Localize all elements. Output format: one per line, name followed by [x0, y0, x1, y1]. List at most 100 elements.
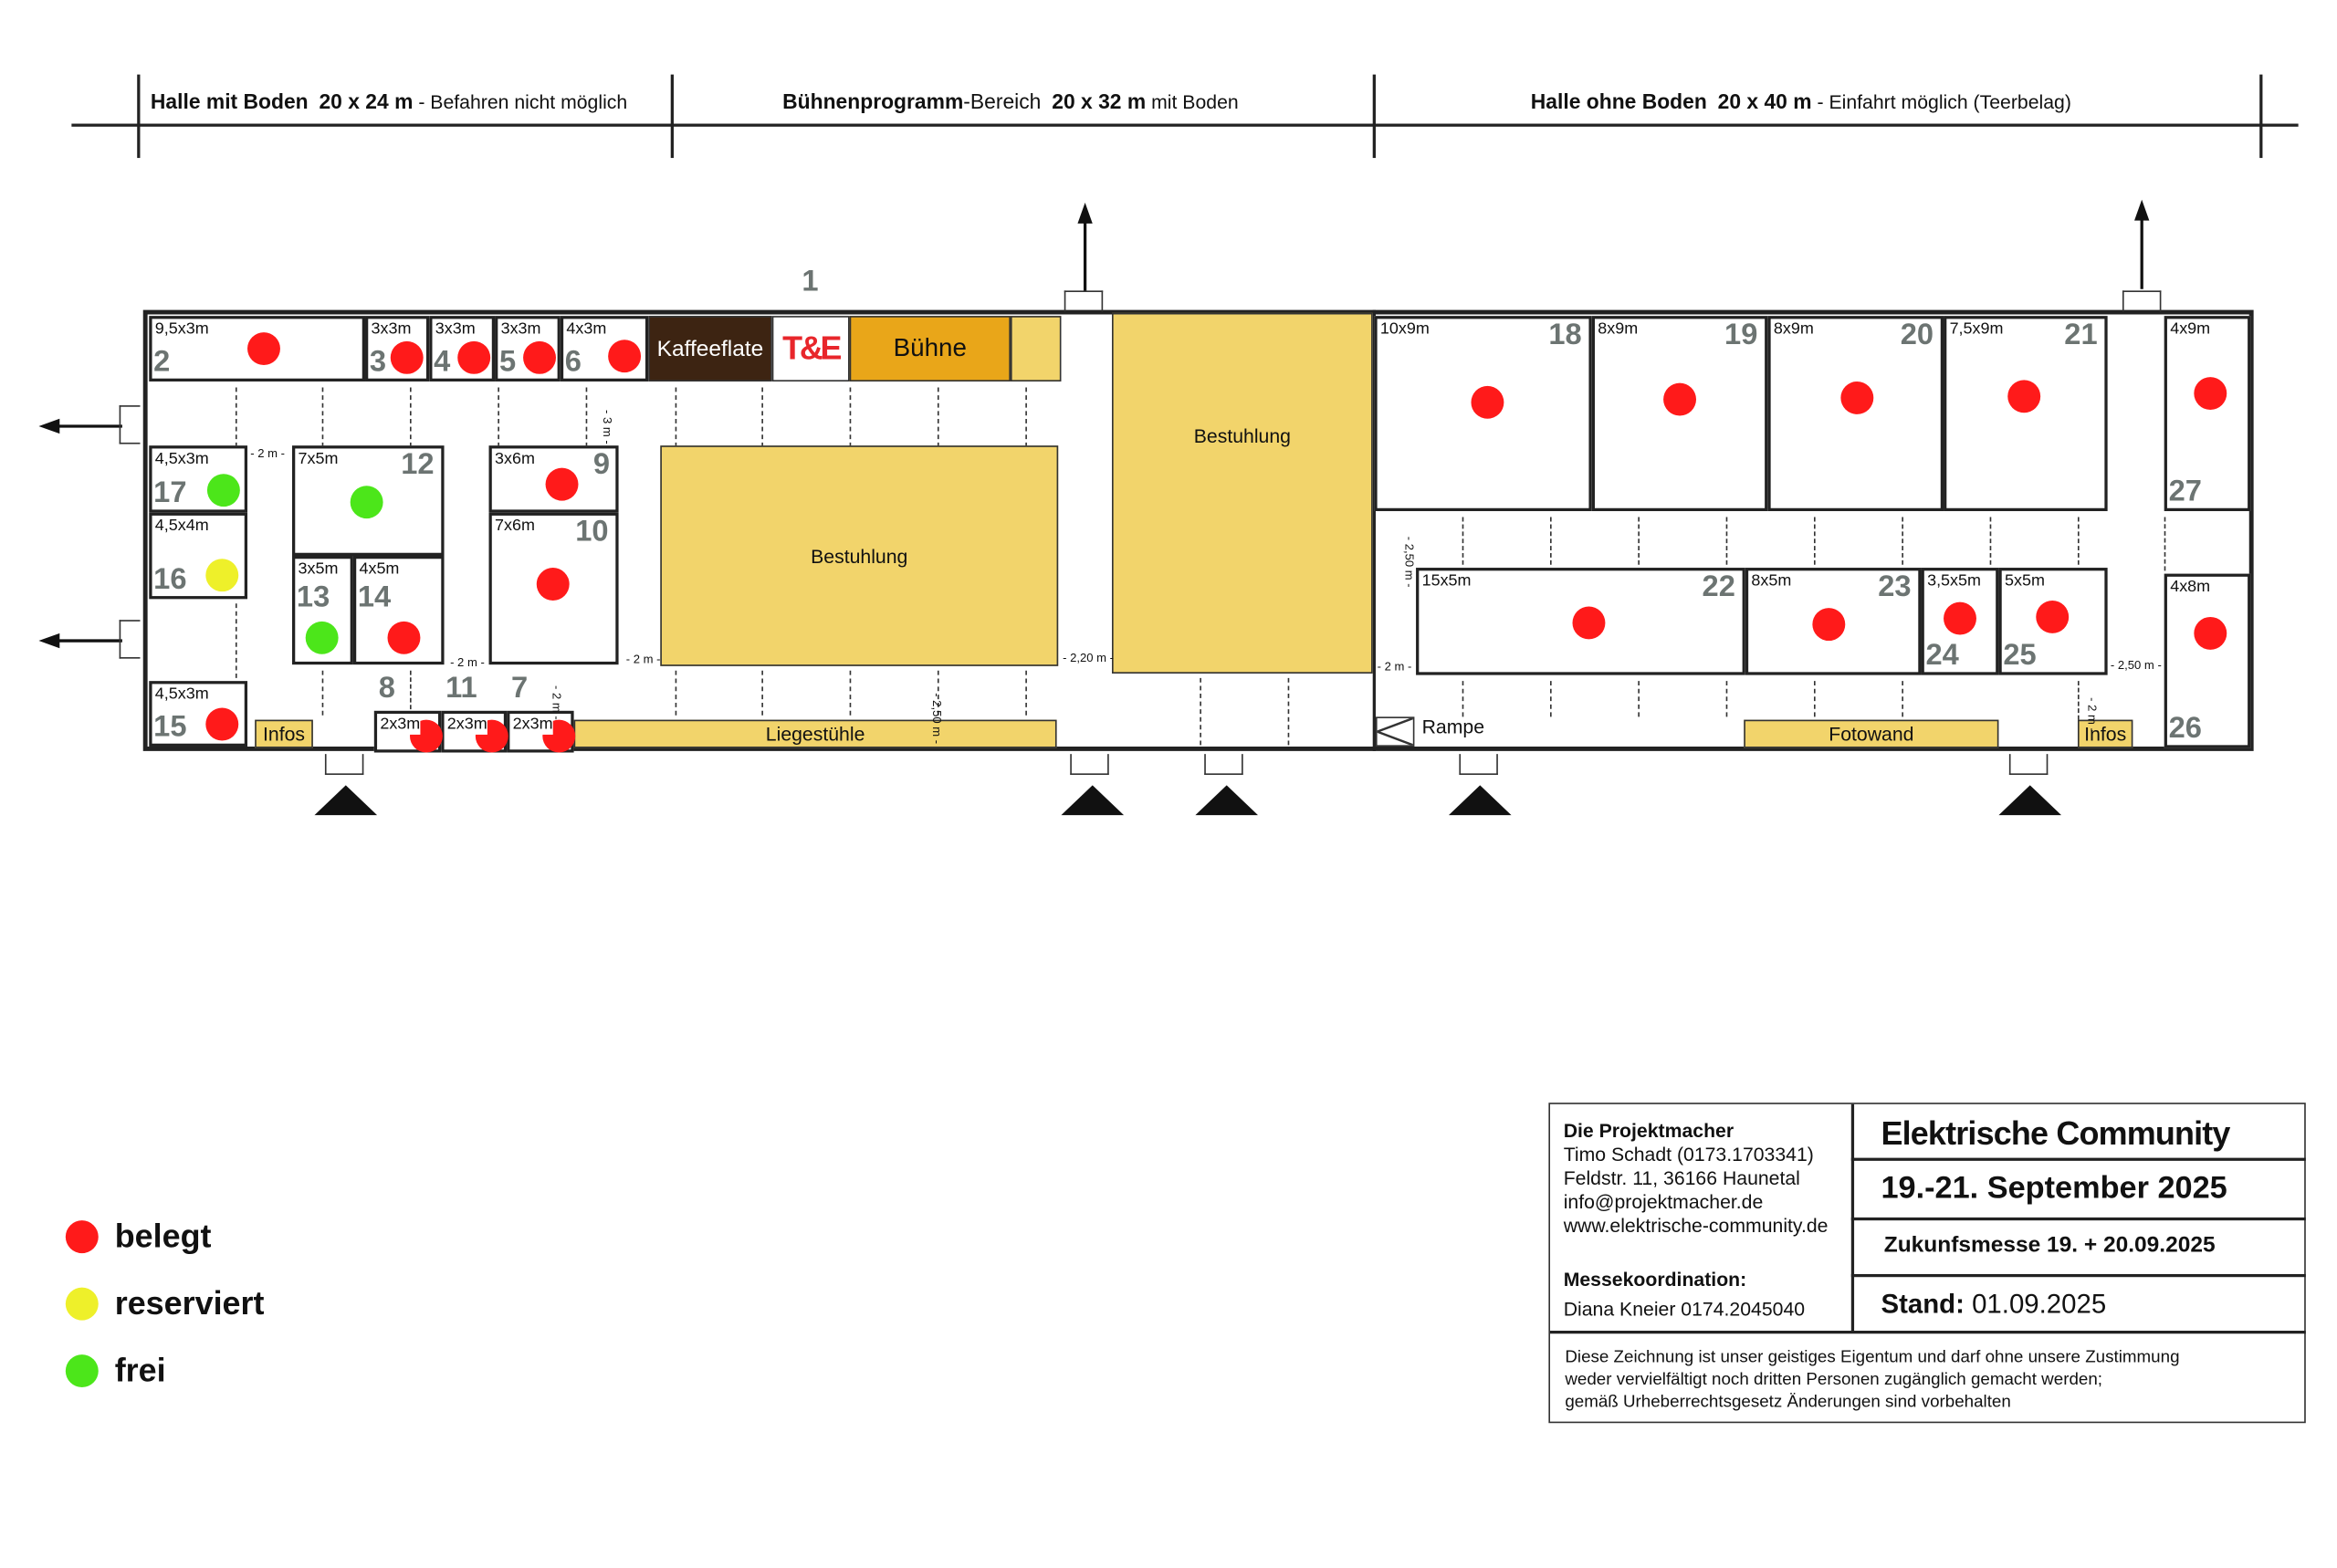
- booth-number: 4: [434, 345, 451, 379]
- section-name-rest: -Bereich: [963, 89, 1042, 114]
- divider: [1850, 1273, 2306, 1277]
- status-dot-belegt: [1944, 601, 1976, 635]
- belegt-dot-icon: [65, 1220, 99, 1254]
- status-dot-belegt: [387, 621, 421, 654]
- reserviert-dot-icon: [65, 1287, 99, 1321]
- door-icon: [2008, 754, 2049, 776]
- entrance-triangle-icon: [1448, 785, 1512, 816]
- aisle-dash: [675, 387, 677, 447]
- aisle-dash: [2164, 517, 2166, 571]
- booth-number: 13: [296, 580, 330, 614]
- booth-number: 23: [1878, 570, 1912, 604]
- coordination-label: Messekoordination:: [1563, 1268, 1747, 1291]
- aisle-dash: [1989, 517, 1992, 565]
- hall-partition: [1372, 309, 1376, 751]
- dimension-label: - 2 m -: [1377, 660, 1412, 674]
- disclaimer-line: gemäß Urheberrechtsgesetz Änderungen sin…: [1565, 1393, 2011, 1412]
- booth-26[interactable]: [2164, 573, 2251, 748]
- booth-number: 15: [153, 710, 187, 744]
- status-dot-belegt: [205, 707, 239, 741]
- booth-20[interactable]: [1767, 316, 1944, 512]
- booth-size: 4x9m: [2170, 320, 2211, 339]
- booth-2[interactable]: [149, 316, 366, 382]
- coordination-contact: Diana Kneier 0174.2045040: [1563, 1298, 1806, 1321]
- infos-right: Infos: [2077, 719, 2133, 748]
- aisle-dash: [761, 387, 763, 447]
- aisle-dash: [235, 387, 237, 447]
- legend-belegt: belegt: [65, 1218, 212, 1256]
- aisle-dash: [937, 387, 939, 447]
- aisle-dash: [2077, 681, 2080, 720]
- booth-21[interactable]: [1944, 316, 2108, 512]
- booth-number: 7: [511, 672, 529, 706]
- status-dot-belegt: [2007, 380, 2041, 413]
- legend-frei: frei: [65, 1351, 166, 1390]
- booth-size: 4x5m: [359, 559, 400, 579]
- booth-number: 9: [592, 448, 610, 482]
- booth-size: 15x5m: [1421, 571, 1472, 591]
- status-dot-belegt: [390, 340, 424, 374]
- exit-arrow-left-icon: [38, 418, 122, 434]
- aisle-dash: [1025, 670, 1027, 716]
- contact-line: Feldstr. 11, 36166 Haunetal: [1563, 1166, 1800, 1189]
- booth-size: 8x9m: [1773, 320, 1814, 339]
- booth-number: 14: [357, 580, 392, 614]
- dimension-label: - 2 m -: [2085, 697, 2099, 732]
- status-dot-belegt: [2194, 377, 2227, 410]
- booth-number: 5: [498, 345, 517, 379]
- exit-arrow-left-icon: [38, 632, 122, 649]
- booth-number: 17: [153, 476, 187, 510]
- door-icon: [119, 405, 141, 444]
- door-icon: [1064, 290, 1104, 312]
- aisle-dash: [1902, 681, 1903, 717]
- company-name: Die Projektmacher: [1563, 1119, 1734, 1142]
- legend-label: reserviert: [114, 1284, 265, 1322]
- status-dot-belegt: [247, 332, 280, 366]
- header-divider: [2259, 74, 2262, 159]
- door-icon: [1070, 754, 1109, 776]
- booth-size: 9,5x3m: [154, 320, 209, 339]
- bestuhlung-center: Bestuhlung: [1111, 312, 1373, 674]
- stand-date: Stand: 01.09.2025: [1881, 1288, 2106, 1321]
- rampe-label: Rampe: [1421, 715, 1485, 738]
- bestuhlung-left: Bestuhlung: [660, 445, 1059, 666]
- stand-value: 01.09.2025: [1972, 1289, 2107, 1319]
- event-title: Elektrische Community: [1881, 1114, 2230, 1153]
- aisle-dash: [1025, 387, 1027, 447]
- aisle-dash: [1725, 517, 1728, 565]
- booth-27[interactable]: [2164, 316, 2251, 512]
- aisle-dash: [585, 387, 588, 447]
- aisle-dash: [1902, 517, 1903, 565]
- exit-arrow-up-icon: [1077, 203, 1093, 293]
- status-dot-reserviert: [205, 559, 239, 592]
- aisle-dash: [1550, 517, 1552, 565]
- status-dot-belegt: [1572, 606, 1606, 640]
- aisle-dash: [1638, 517, 1640, 565]
- aisle-dash: [1813, 517, 1816, 565]
- divider: [1850, 1157, 2306, 1161]
- disclaimer-line: Diese Zeichnung ist unser geistiges Eige…: [1565, 1348, 2180, 1367]
- aisle-dash: [1550, 681, 1552, 717]
- entrance-triangle-icon: [314, 785, 378, 816]
- entrance-triangle-icon: [1061, 785, 1125, 816]
- status-dot-frei: [305, 621, 339, 654]
- header-section-left: Halle mit Boden 20 x 24 m - Befahren nic…: [151, 89, 627, 113]
- aisle-dash: [235, 603, 237, 678]
- exit-arrow-up-icon: [2134, 199, 2150, 289]
- booth-number: 27: [2168, 475, 2202, 508]
- booth-size: 8x5m: [1751, 571, 1792, 591]
- status-dot-belegt: [1812, 608, 1846, 642]
- booth-24[interactable]: [1921, 568, 1999, 675]
- divider: [1850, 1217, 2306, 1220]
- booth-number: 22: [1702, 570, 1735, 604]
- dimension-label: - 2,50 m -: [929, 693, 944, 745]
- contact-line: www.elektrische-community.de: [1563, 1214, 1829, 1238]
- dimension-label: - 2 m -: [625, 653, 661, 666]
- legend-label: frei: [114, 1351, 166, 1389]
- booth-size: 7x5m: [298, 450, 339, 468]
- booth-size: 2x3m: [512, 715, 553, 735]
- dimension-label: - 3 m -: [600, 409, 614, 444]
- aisle-dash: [1638, 681, 1640, 717]
- rampe-icon: [1375, 716, 1415, 747]
- section-size: 20 x 24 m: [319, 89, 414, 114]
